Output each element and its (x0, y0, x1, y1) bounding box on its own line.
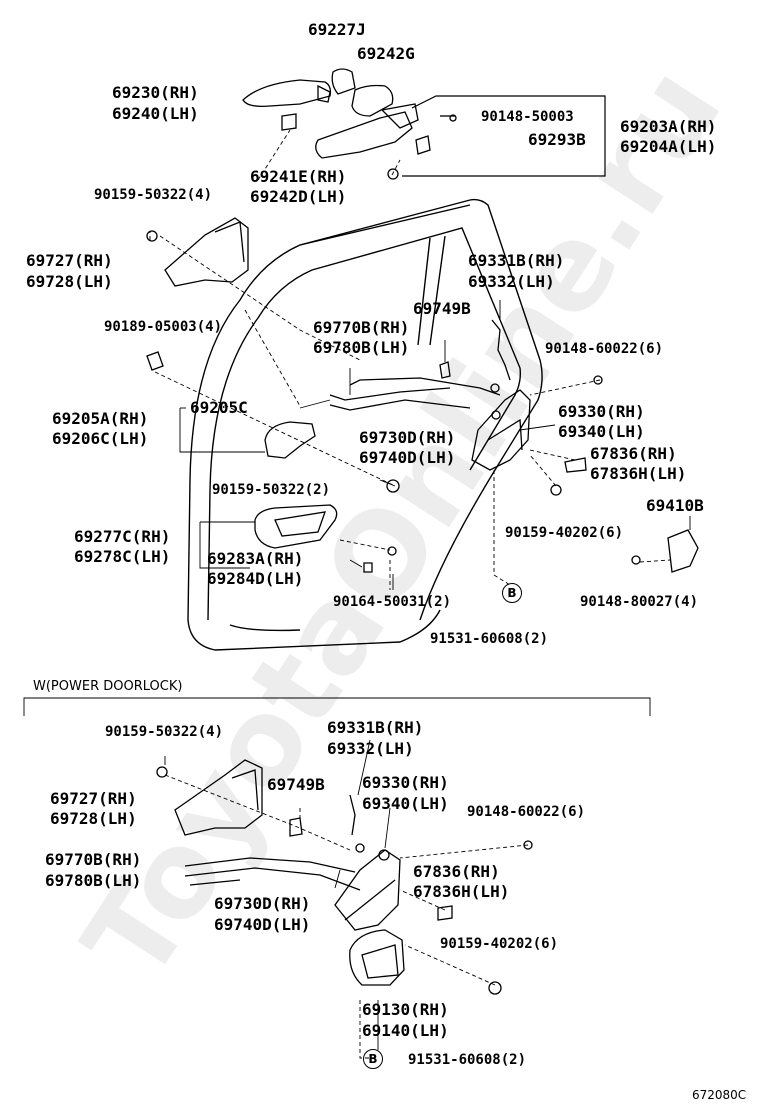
inside-handle (254, 421, 400, 573)
label-69130: 69130(RH) (362, 1000, 449, 1019)
label-69284D: 69284D(LH) (207, 569, 304, 588)
label-90148-50003: 90148-50003 (481, 109, 574, 125)
outside-handle (242, 68, 457, 180)
figure-id: 672080C (692, 1088, 747, 1102)
label-69241E: 69241E(RH) (250, 167, 347, 186)
label-69242D: 69242D(LH) (250, 187, 347, 206)
label-69730D: 69730D(RH) (359, 428, 456, 447)
label-69330: 69330(RH) (558, 402, 645, 421)
label-69780B-lower: 69780B(LH) (45, 871, 142, 890)
label-90159-40202: 90159-40202(6) (505, 525, 624, 541)
label-69203A: 69203A(RH) (620, 117, 717, 136)
label-69728: 69728(LH) (26, 272, 113, 291)
label-69728-lower: 69728(LH) (50, 809, 137, 828)
label-69340-lower: 69340(LH) (362, 794, 449, 813)
section-caption: W(POWER DOORLOCK) (33, 679, 183, 694)
label-90159-50322-4: 90159-50322(4) (94, 187, 213, 203)
callout-b-circle-lower: B (363, 1049, 383, 1069)
label-69410B: 69410B (646, 496, 704, 515)
label-69331B-lower: 69331B(RH) (327, 718, 424, 737)
label-90148-60022-lower: 90148-60022(6) (467, 804, 586, 820)
door-lock-assembly (471, 375, 603, 496)
label-69727: 69727(RH) (26, 251, 113, 270)
label-69749B: 69749B (413, 299, 471, 318)
label-69204A: 69204A(LH) (620, 137, 717, 156)
label-90148-60022: 90148-60022(6) (545, 341, 664, 357)
label-69240: 69240(LH) (112, 104, 199, 123)
label-69740D: 69740D(LH) (359, 448, 456, 467)
label-69205A: 69205A(RH) (52, 409, 149, 428)
door-outline (187, 198, 543, 651)
label-69330-lower: 69330(RH) (362, 773, 449, 792)
callout-b-circle: B (502, 583, 522, 603)
label-69340: 69340(LH) (558, 422, 645, 441)
label-69727-lower: 69727(RH) (50, 789, 137, 808)
rods (329, 319, 511, 420)
bracket-69727 (146, 217, 249, 287)
label-69206C: 69206C(LH) (52, 429, 149, 448)
label-90159-50322-2: 90159-50322(2) (212, 482, 331, 498)
label-67836H-lower: 67836H(LH) (413, 882, 510, 901)
label-69749B-lower: 69749B (267, 775, 325, 794)
label-69140: 69140(LH) (362, 1021, 449, 1040)
label-67836: 67836(RH) (590, 444, 677, 463)
label-69770B-lower: 69770B(RH) (45, 850, 142, 869)
label-90159-40202-lower: 90159-40202(6) (440, 936, 559, 952)
label-91531-60608-lower: 91531-60608(2) (408, 1052, 527, 1068)
label-69242G: 69242G (357, 44, 415, 63)
label-69332-lower: 69332(LH) (327, 739, 414, 758)
label-69332: 69332(LH) (468, 272, 555, 291)
label-69205C: 69205C (190, 398, 248, 417)
label-67836-lower: 67836(RH) (413, 862, 500, 881)
label-69740D-lower: 69740D(LH) (214, 915, 311, 934)
label-90159-50322-4-lower: 90159-50322(4) (105, 724, 224, 740)
label-90148-80027: 90148-80027(4) (580, 594, 699, 610)
cover-69410B (631, 529, 699, 573)
label-91531-60608: 91531-60608(2) (430, 631, 549, 647)
label-69227J: 69227J (308, 20, 366, 39)
label-69230: 69230(RH) (112, 83, 199, 102)
label-69278C: 69278C(LH) (74, 547, 171, 566)
label-69770B: 69770B(RH) (313, 318, 410, 337)
label-69277C: 69277C(RH) (74, 527, 171, 546)
label-69293B: 69293B (528, 130, 586, 149)
label-69780B: 69780B(LH) (313, 338, 410, 357)
label-67836H: 67836H(LH) (590, 464, 687, 483)
label-69331B: 69331B(RH) (468, 251, 565, 270)
label-69283A: 69283A(RH) (207, 549, 304, 568)
label-90164-50031: 90164-50031(2) (333, 594, 452, 610)
label-69730D-lower: 69730D(RH) (214, 894, 311, 913)
label-90189-05003: 90189-05003(4) (104, 319, 223, 335)
bracket-69727-lower (156, 759, 263, 836)
